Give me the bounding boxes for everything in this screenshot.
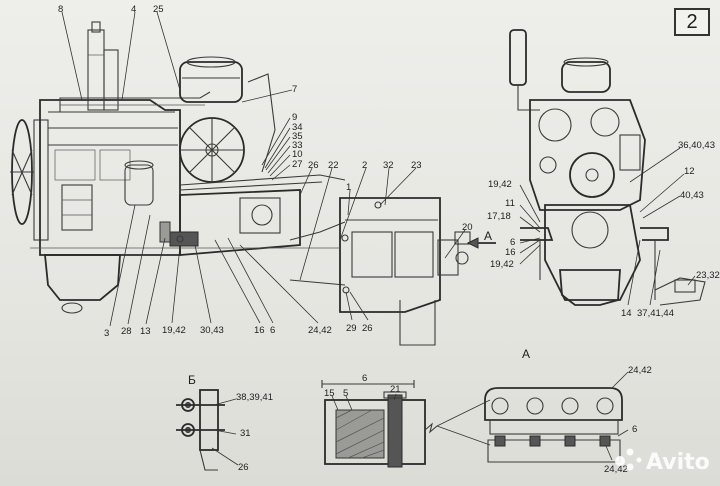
label-2: 2 <box>362 160 367 171</box>
front-view-labels: 36,40,43 12 40,43 19,42 11 17,18 6 16 19… <box>487 140 720 319</box>
label-26-detail: 26 <box>238 462 249 473</box>
label-24-42-a-bottom: 24,42 <box>604 464 628 475</box>
label-6-front: 6 <box>510 237 515 248</box>
page-number: 2 <box>674 8 710 36</box>
engine-front-view <box>509 29 706 306</box>
label-6-section: 6 <box>362 373 367 384</box>
label-23-32: 23,32 <box>696 270 720 281</box>
label-26-bottom: 26 <box>362 323 373 334</box>
label-37-41-44: 37,41,44 <box>637 308 674 319</box>
label-10: 10 <box>292 149 303 160</box>
label-17-18: 17,18 <box>487 211 511 222</box>
detail-b: Б 38,39,41 31 26 <box>176 373 273 473</box>
label-13: 13 <box>140 326 151 337</box>
label-40-43: 40,43 <box>680 190 704 201</box>
label-35: 35 <box>292 131 303 142</box>
label-29: 29 <box>346 323 357 334</box>
view-arrow-a: А <box>466 229 496 249</box>
main-view-labels: 8 4 25 7 9 34 35 33 10 27 26 22 2 32 23 … <box>58 4 473 339</box>
detail-a: А 24,42 6 24,42 <box>484 347 652 475</box>
label-11: 11 <box>505 198 515 209</box>
main-view-leaders <box>61 11 466 327</box>
engine-side-view <box>10 21 471 346</box>
label-22: 22 <box>328 160 339 171</box>
label-3: 3 <box>104 328 109 339</box>
label-24-42: 24,42 <box>308 325 332 336</box>
label-8: 8 <box>58 4 63 15</box>
label-33: 33 <box>292 140 303 151</box>
label-38-39-41: 38,39,41 <box>236 392 273 403</box>
label-26-top: 26 <box>308 160 319 171</box>
label-9: 9 <box>292 112 297 123</box>
label-19-42-lower: 19,42 <box>490 259 514 270</box>
label-7: 7 <box>292 84 297 95</box>
label-19-42-front: 19,42 <box>488 179 512 190</box>
label-23: 23 <box>411 160 422 171</box>
label-28: 28 <box>121 326 132 337</box>
label-21: 21 <box>390 384 401 395</box>
section-detail: 6 15 5 21 <box>321 373 491 468</box>
avito-watermark: Avito <box>615 448 710 475</box>
label-20: 20 <box>462 222 473 233</box>
label-25: 25 <box>153 4 164 15</box>
label-32: 32 <box>383 160 394 171</box>
label-24-42-a-top: 24,42 <box>628 365 652 376</box>
detail-letter-b: Б <box>188 373 196 387</box>
label-30-43: 30,43 <box>200 325 224 336</box>
label-6-a: 6 <box>632 424 637 435</box>
front-view-leaders <box>519 147 696 306</box>
label-6: 6 <box>270 325 275 336</box>
label-27: 27 <box>292 159 303 170</box>
label-4: 4 <box>131 4 136 15</box>
label-16: 16 <box>254 325 265 336</box>
watermark-text: Avito <box>646 450 710 475</box>
arrow-letter-a: А <box>484 229 492 243</box>
label-5: 5 <box>343 388 348 399</box>
label-15: 15 <box>324 388 335 399</box>
label-12: 12 <box>684 166 695 177</box>
label-19-42: 19,42 <box>162 325 186 336</box>
label-1: 1 <box>346 182 351 193</box>
detail-letter-a: А <box>522 347 530 361</box>
label-31: 31 <box>240 428 251 439</box>
label-36-40-43: 36,40,43 <box>678 140 715 151</box>
label-16-front: 16 <box>505 247 516 258</box>
label-34: 34 <box>292 122 303 133</box>
label-14: 14 <box>621 308 632 319</box>
